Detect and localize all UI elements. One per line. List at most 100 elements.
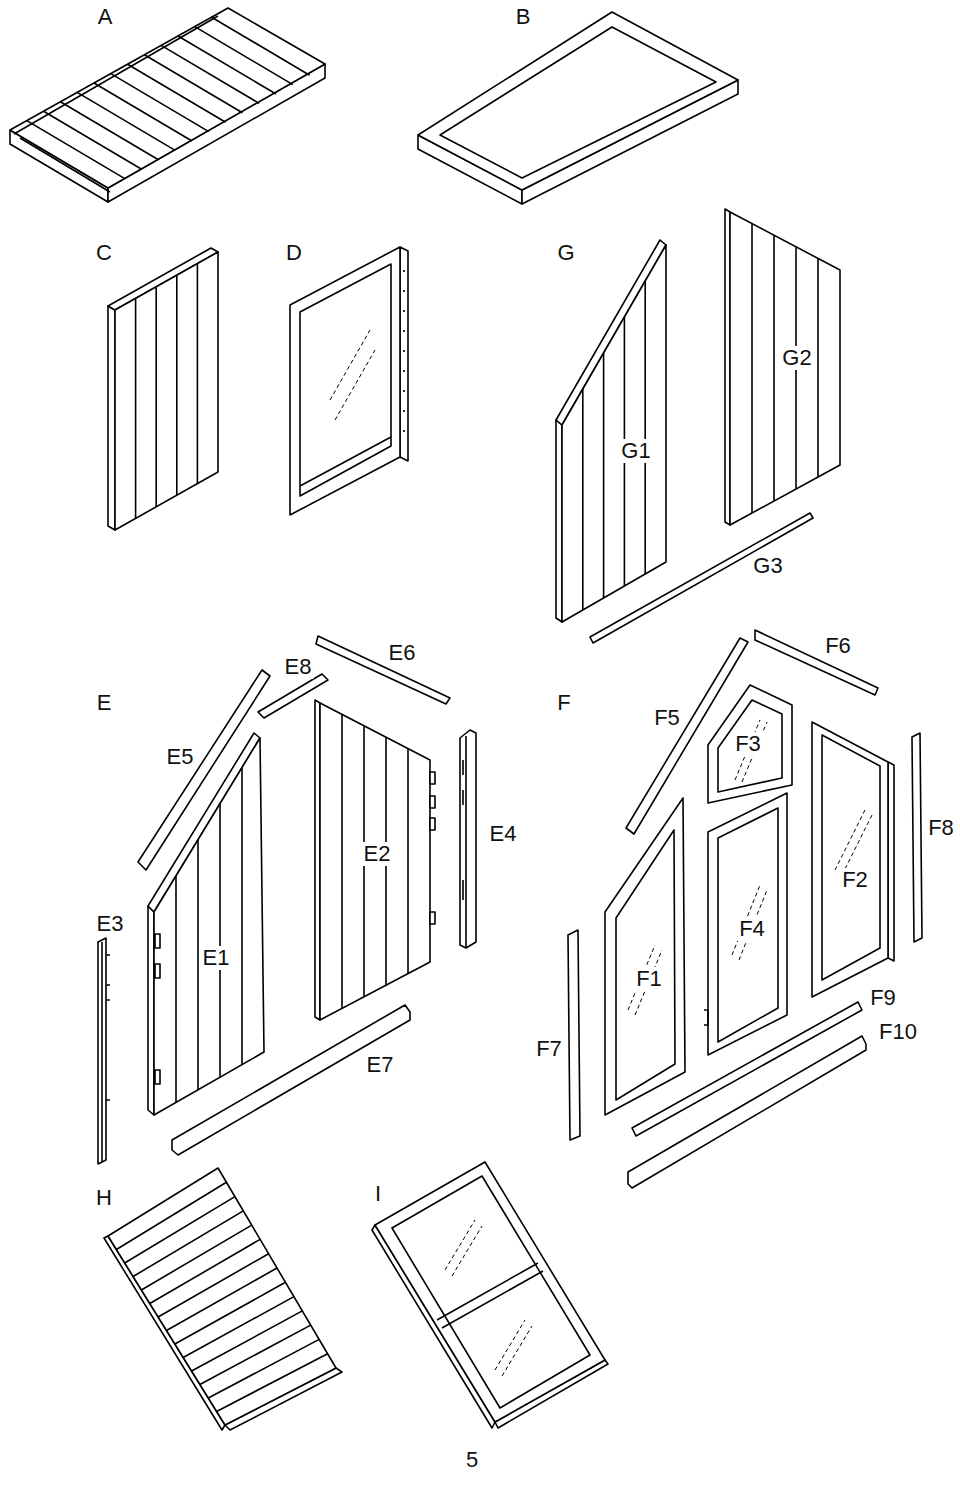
part-label: F7 (534, 1037, 564, 1061)
part-label: F9 (868, 986, 898, 1010)
hinge (155, 934, 160, 948)
window-panel (605, 798, 685, 1115)
glass-mark (330, 330, 375, 420)
panel-side (556, 420, 562, 622)
part-label: I (373, 1182, 383, 1206)
panel-front (115, 252, 218, 530)
post-edge (101, 942, 103, 1162)
part-label: F4 (737, 917, 767, 941)
part-label: G1 (619, 439, 652, 463)
frame-front (812, 722, 888, 997)
page-number: 5 (464, 1448, 480, 1472)
wall-panel (108, 248, 218, 530)
part-label: G (555, 241, 576, 265)
roof-top (108, 1168, 336, 1425)
part-label: F2 (840, 868, 870, 892)
part-label: B (514, 5, 533, 29)
frame-inner (392, 1176, 590, 1408)
post (460, 730, 476, 948)
glass-mark (732, 885, 767, 960)
frame-inner (300, 264, 391, 496)
part-label: C (94, 241, 114, 265)
roof-window (372, 1162, 608, 1428)
wall-panel (315, 700, 435, 1020)
post-marks (462, 760, 464, 900)
hinge (430, 772, 435, 784)
part-label: G2 (780, 346, 813, 370)
floor-part (10, 8, 325, 202)
glass-mark (445, 1220, 532, 1376)
post (568, 930, 580, 1140)
hinge (155, 964, 160, 978)
frame-front (605, 798, 685, 1115)
hinge (155, 1070, 160, 1084)
frame-top (418, 12, 738, 190)
frame-inner (822, 735, 880, 980)
base-frame (418, 12, 738, 204)
part-label: E5 (165, 745, 196, 769)
frame-sill (300, 437, 391, 486)
post (912, 733, 922, 942)
hinge (704, 1010, 708, 1025)
part-label: H (94, 1186, 114, 1210)
part-label: E2 (362, 842, 393, 866)
trim-bar (755, 630, 878, 695)
frame-front (290, 247, 400, 515)
rail (590, 513, 813, 643)
part-label: E (95, 691, 114, 715)
gable-panel (556, 240, 666, 622)
part-label: F6 (823, 634, 853, 658)
window-panel (290, 247, 408, 515)
panel-front (154, 738, 264, 1115)
panel-side (148, 906, 154, 1115)
corner-post (98, 938, 110, 1164)
post-edge (465, 736, 467, 948)
frame-front (708, 793, 787, 1055)
part-label: E3 (95, 912, 126, 936)
window-panel (704, 793, 787, 1055)
hinge (430, 796, 435, 808)
part-label: F8 (926, 816, 956, 840)
frame-inner (440, 27, 716, 178)
gable-panel (148, 733, 264, 1115)
sill-bar (628, 1036, 866, 1188)
panel-planks (342, 714, 408, 1008)
post (98, 938, 106, 1164)
part-label: F1 (634, 967, 664, 991)
panel-planks (136, 264, 198, 519)
panel-side (108, 306, 115, 530)
roof-panel (104, 1168, 342, 1430)
panel-planks (752, 224, 818, 513)
frame-inner (718, 700, 782, 792)
panel-front (562, 245, 666, 622)
part-label: E1 (201, 946, 232, 970)
hinge (430, 912, 435, 924)
panel-front (730, 212, 840, 525)
part-label: E6 (387, 641, 418, 665)
sill-bar (172, 1005, 410, 1155)
trim-bar (316, 636, 450, 704)
part-label: F3 (733, 732, 763, 756)
part-label: F (555, 691, 572, 715)
frame-inner (616, 830, 675, 1100)
wall-panel (725, 209, 840, 525)
hinge (430, 818, 435, 830)
part-label: A (96, 5, 115, 29)
frame-front (375, 1162, 605, 1422)
part-label: G3 (751, 554, 784, 578)
part-label: E4 (488, 822, 519, 846)
window-panel (708, 685, 792, 803)
frame-side (888, 762, 894, 961)
part-label: D (284, 241, 304, 265)
panel-planks (176, 768, 242, 1102)
frame-front (708, 685, 792, 803)
part-label: E7 (365, 1053, 396, 1077)
frame-side (400, 247, 408, 461)
crossbar (437, 1263, 543, 1328)
floor-planks (27, 17, 310, 178)
part-label: F10 (877, 1020, 919, 1044)
corner-post (460, 730, 476, 948)
part-label: E8 (283, 655, 314, 679)
